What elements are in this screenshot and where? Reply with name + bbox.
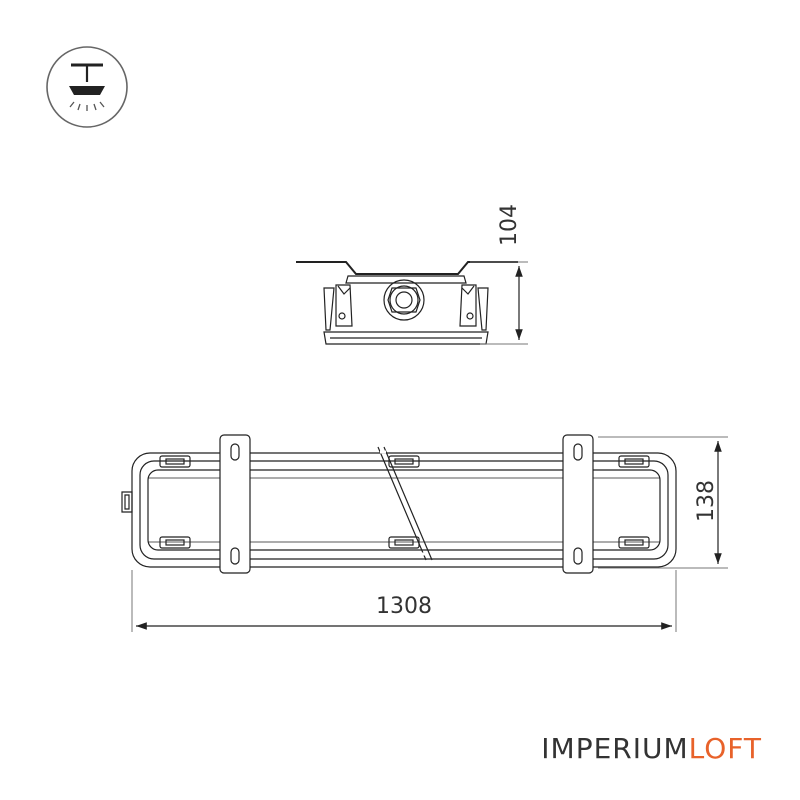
ceiling-mount-icon (46, 46, 128, 128)
break-lines (377, 446, 433, 561)
brand-logo: IMPERIUMLOFT (541, 732, 762, 765)
top-view-drawing (121, 434, 677, 574)
height-dimension-label: 104 (497, 204, 522, 246)
end-view-drawing (296, 261, 528, 345)
brand-name-accent: LOFT (688, 732, 762, 765)
brand-name-main: IMPERIUM (541, 732, 689, 765)
width-dimension-label: 138 (694, 480, 719, 522)
length-dimension-label: 1308 (376, 594, 432, 619)
